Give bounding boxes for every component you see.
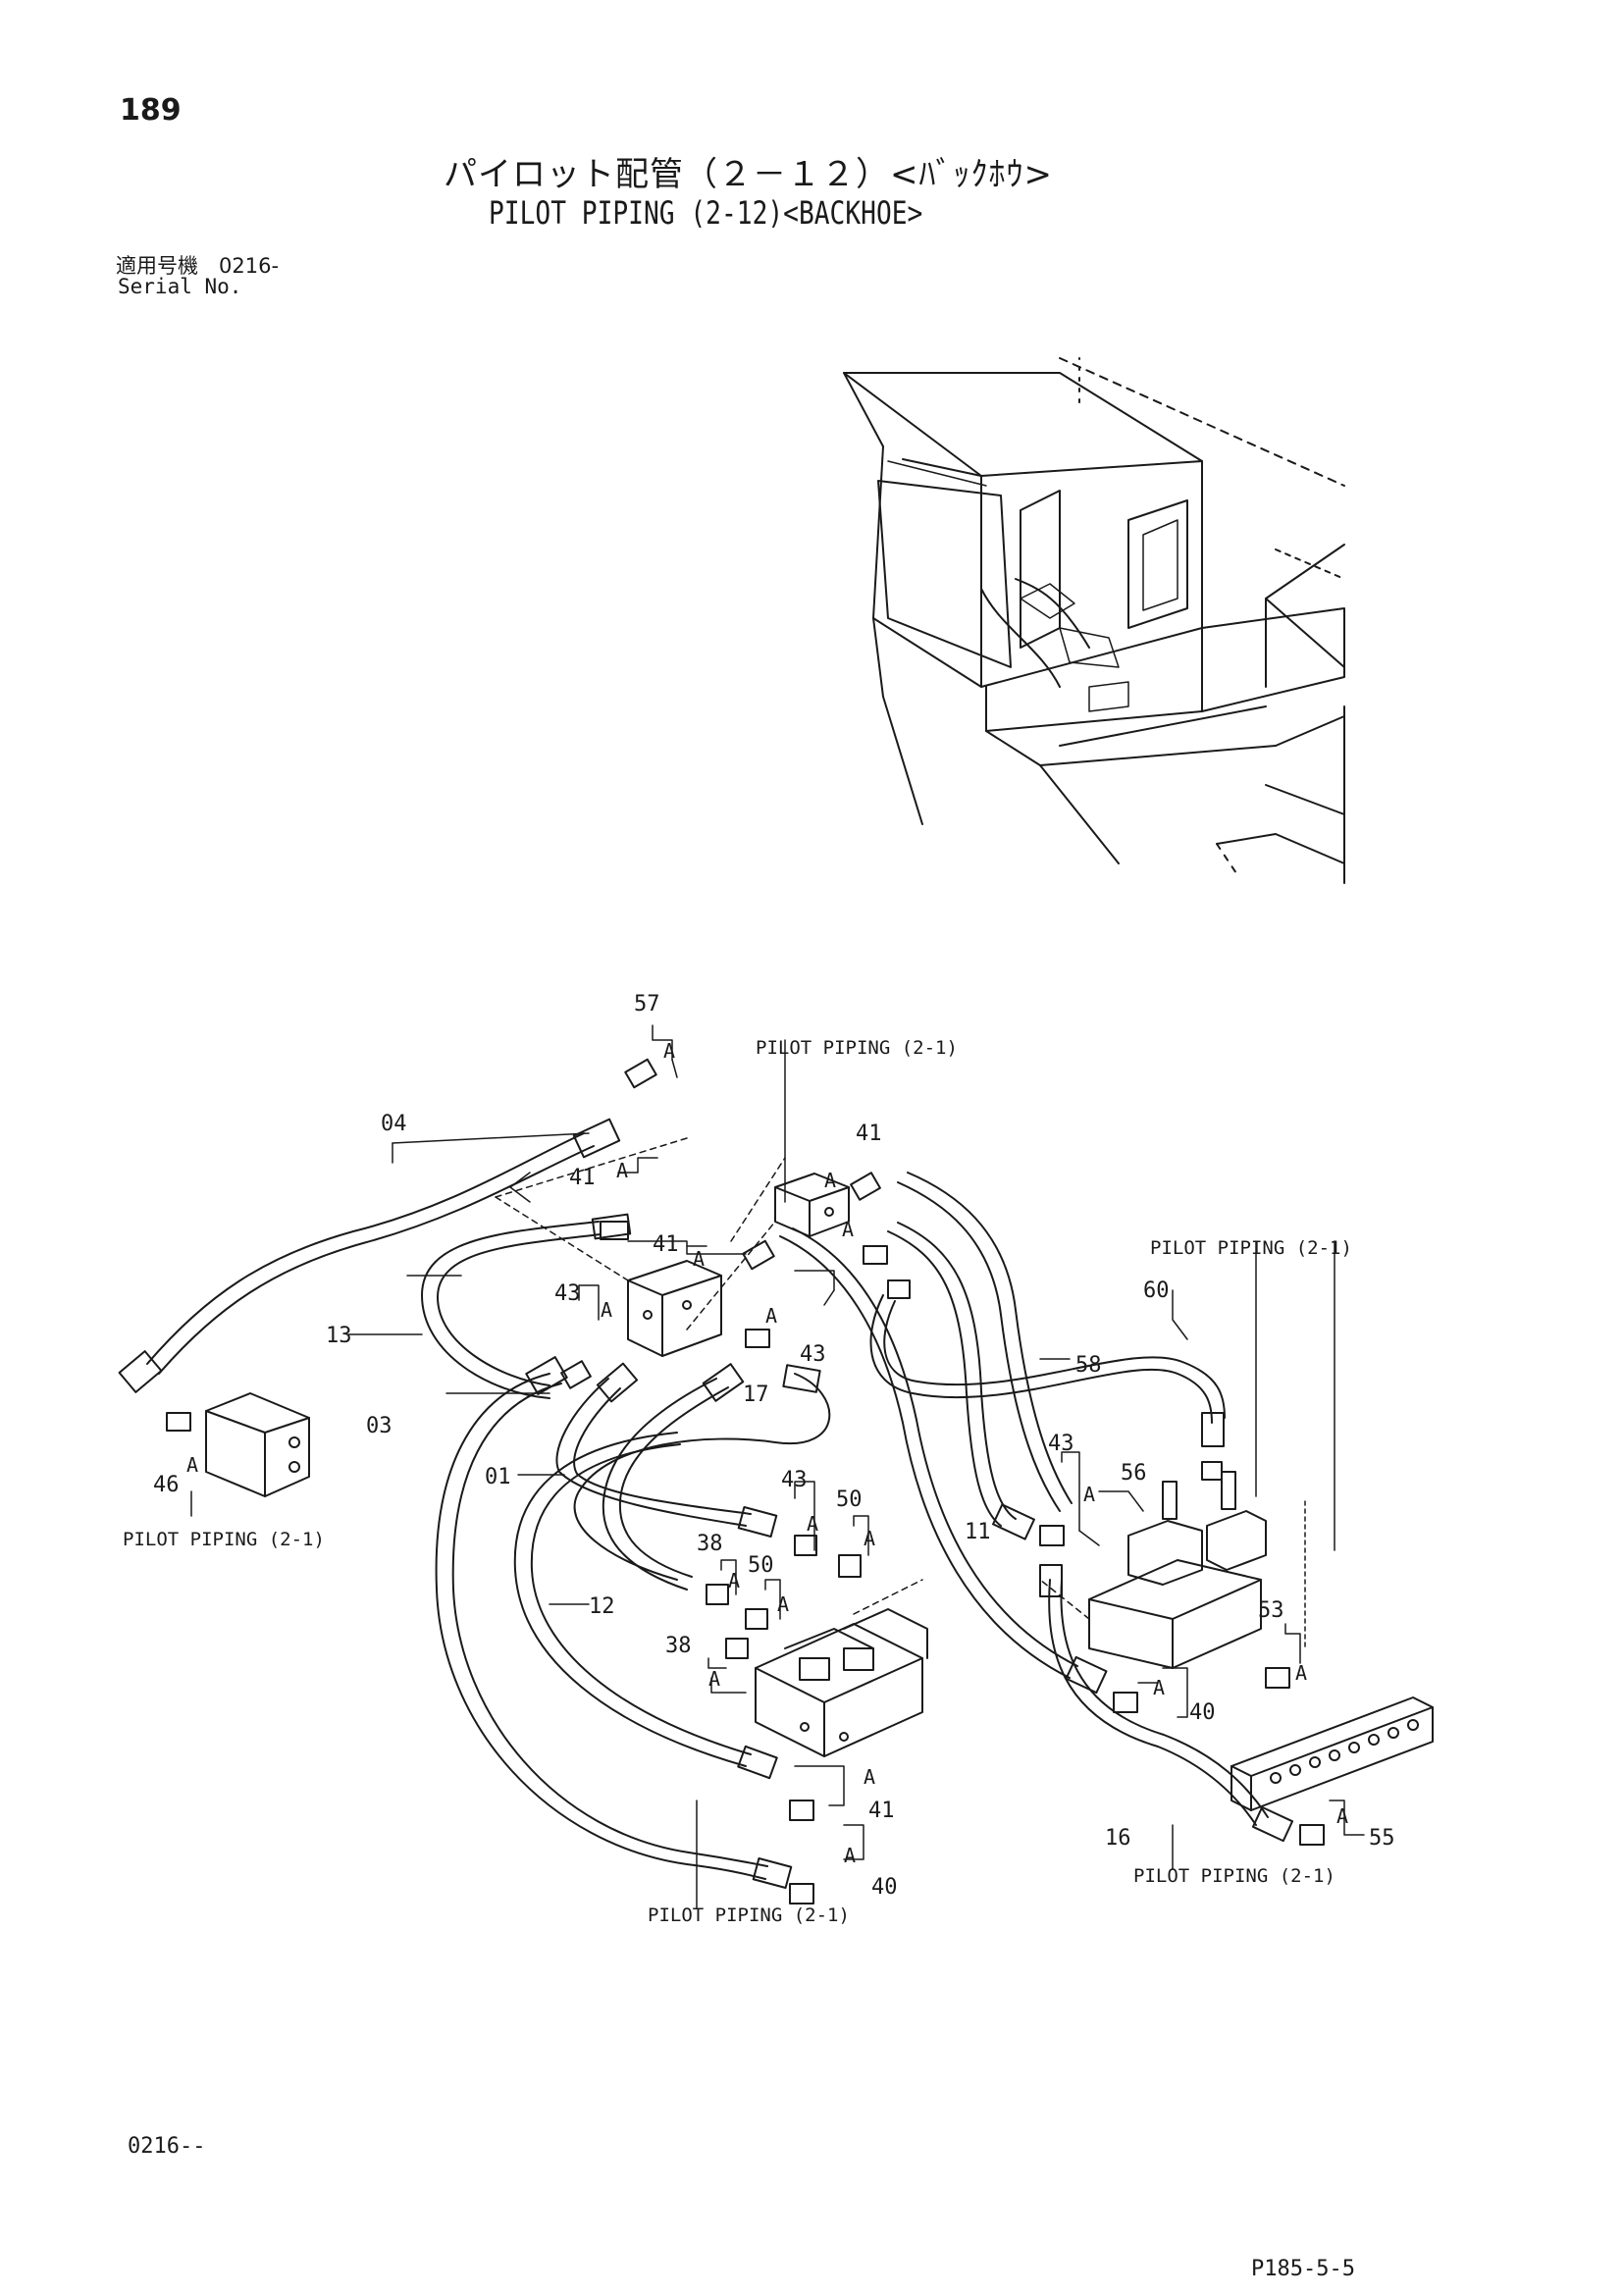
part-label: 40 <box>1189 1700 1216 1725</box>
ref-pilot-piping-top: PILOT PIPING (2-1) <box>756 1037 958 1059</box>
page-number: 189 <box>120 93 182 128</box>
footer-page-code: P185-5-5 <box>1251 2257 1355 2281</box>
hose-lines <box>118 1118 1294 1890</box>
part-label: 43 <box>781 1468 808 1492</box>
part-label: 16 <box>1105 1826 1131 1851</box>
a-marker: A <box>663 1039 675 1063</box>
part-label: 41 <box>569 1166 596 1190</box>
page-title-jp: パイロット配管（２－１２）<ﾊﾞｯｸﾎｳ> <box>444 155 1053 194</box>
reference-labels: PILOT PIPING (2-1) PILOT PIPING (2-1) PI… <box>123 1037 1352 1926</box>
part-label: 60 <box>1143 1278 1170 1303</box>
ref-pilot-piping-bottom-right: PILOT PIPING (2-1) <box>1133 1865 1335 1887</box>
a-marker: A <box>824 1169 836 1192</box>
part-label: 50 <box>836 1487 863 1512</box>
footer-serial: 0216-- <box>128 2134 206 2159</box>
a-marker: A <box>601 1298 612 1322</box>
ref-pilot-piping-left: PILOT PIPING (2-1) <box>123 1529 325 1550</box>
a-marker: A <box>693 1247 705 1271</box>
a-marker: A <box>1083 1483 1095 1506</box>
part-label: 41 <box>653 1232 679 1257</box>
part-label: 46 <box>153 1473 180 1497</box>
a-markers: A A A A A A A A A A A A A A A A A A A <box>186 1039 1348 1867</box>
dashed-leader-lines <box>495 1137 1090 1620</box>
machine-cab-overview <box>843 357 1345 884</box>
part-label: 55 <box>1369 1826 1395 1851</box>
part-label: 41 <box>856 1122 882 1146</box>
a-marker: A <box>765 1304 777 1328</box>
a-marker: A <box>1295 1661 1307 1685</box>
a-marker: A <box>777 1592 789 1616</box>
a-marker: A <box>844 1844 856 1867</box>
part-label: 11 <box>965 1520 991 1544</box>
part-label: 38 <box>697 1532 723 1556</box>
a-marker: A <box>1153 1676 1165 1699</box>
part-label: 58 <box>1075 1353 1102 1378</box>
serial-label-jp: 適用号機 0216- <box>116 254 280 278</box>
part-label: 56 <box>1121 1461 1147 1486</box>
part-label: 13 <box>326 1324 352 1348</box>
ref-pilot-piping-bottom-center: PILOT PIPING (2-1) <box>648 1905 850 1926</box>
part-label: 01 <box>485 1465 511 1489</box>
leader-lines <box>190 1024 1365 1909</box>
a-marker: A <box>728 1569 740 1592</box>
a-marker: A <box>864 1527 875 1550</box>
a-marker: A <box>864 1765 875 1789</box>
part-label: 03 <box>366 1414 393 1438</box>
part-label: 57 <box>634 992 660 1017</box>
a-marker: A <box>842 1218 854 1241</box>
a-marker: A <box>616 1159 628 1182</box>
part-label: 38 <box>665 1634 692 1658</box>
valve-blocks <box>205 1173 1434 1811</box>
part-label: 53 <box>1258 1598 1284 1623</box>
a-marker: A <box>1336 1804 1348 1828</box>
part-label: 43 <box>800 1342 826 1367</box>
part-label: 04 <box>381 1112 407 1136</box>
page-title-en: PILOT PIPING (2-12)<BACKHOE> <box>489 194 923 232</box>
a-marker: A <box>807 1512 818 1536</box>
a-marker: A <box>186 1453 198 1477</box>
part-label: 50 <box>748 1553 774 1578</box>
serial-label-en: Serial No. <box>118 275 242 298</box>
part-number-labels: 57 04 41 41 41 13 43 43 03 17 01 43 50 3… <box>153 992 1395 1900</box>
part-label: 17 <box>743 1383 769 1407</box>
fittings <box>166 1058 1325 1905</box>
part-label: 41 <box>868 1799 895 1823</box>
a-marker: A <box>708 1667 720 1691</box>
part-label: 43 <box>1048 1432 1074 1456</box>
part-label: 40 <box>871 1875 898 1900</box>
part-label: 43 <box>554 1281 581 1306</box>
part-label: 12 <box>589 1594 615 1619</box>
ref-pilot-piping-right: PILOT PIPING (2-1) <box>1150 1237 1352 1259</box>
